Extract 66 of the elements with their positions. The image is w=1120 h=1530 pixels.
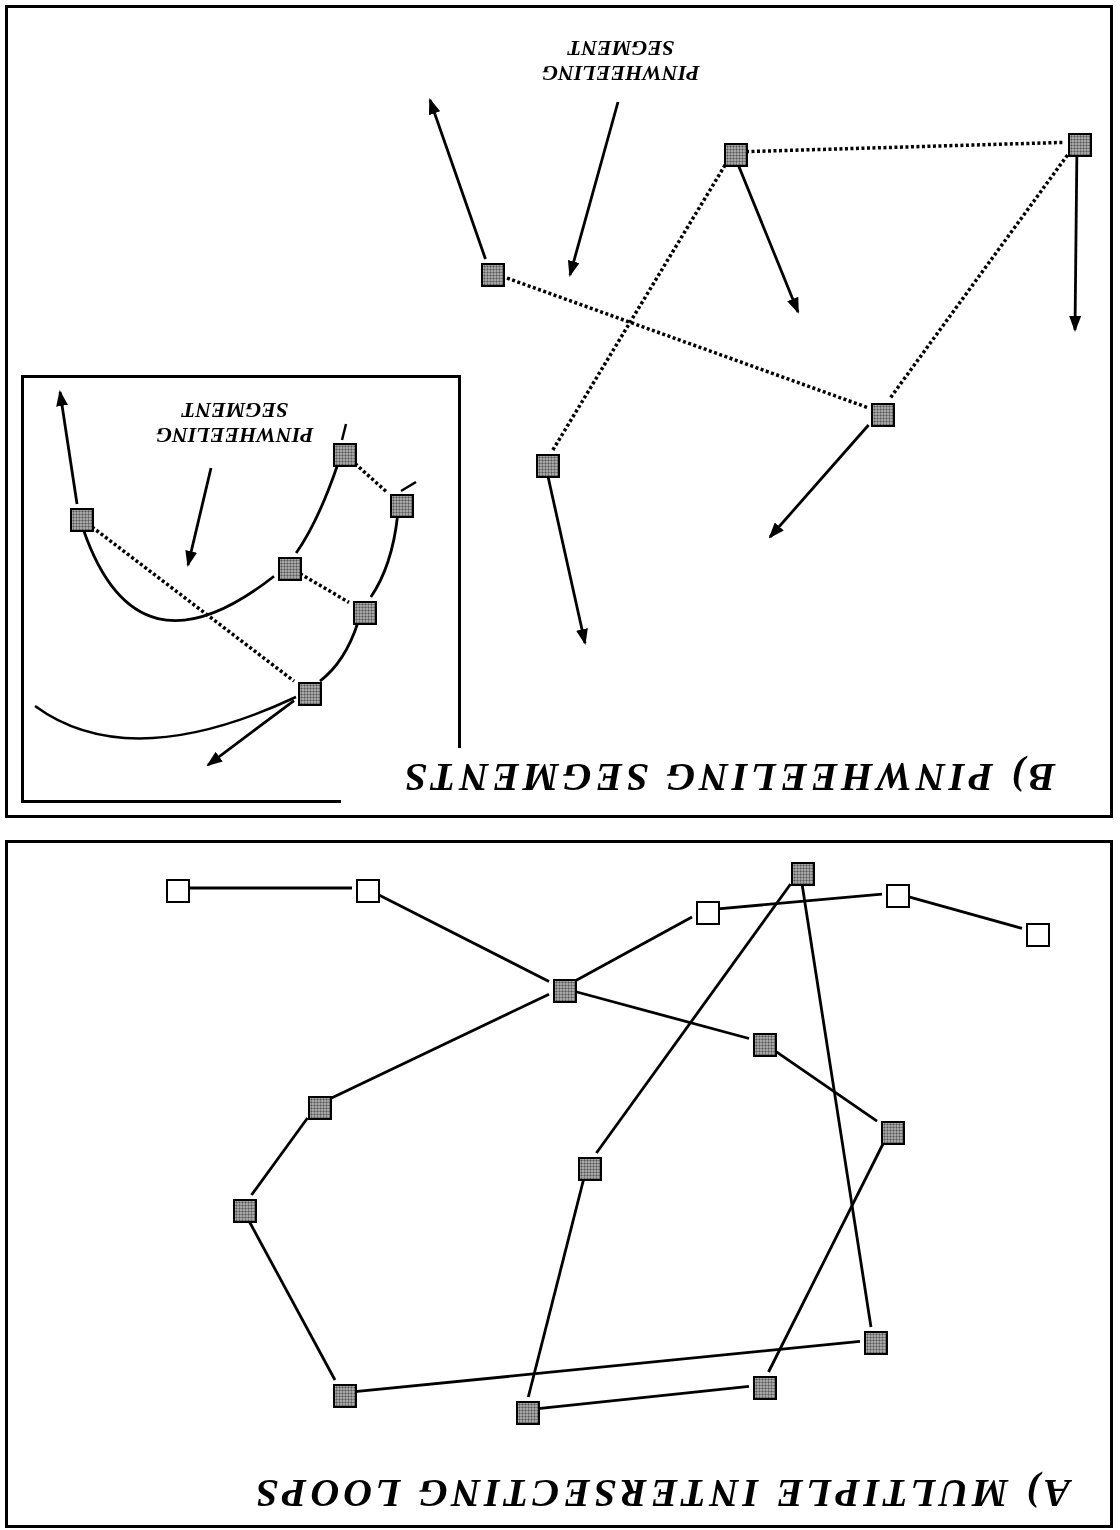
square-marker [753,1033,777,1057]
panel-frame [5,5,1113,818]
square-marker [333,443,357,467]
panel-title: B) PINWHEELING SEGMENTS [400,757,1056,797]
square-marker [166,879,190,903]
dotted-segment [888,153,1069,401]
square-marker [881,1121,905,1145]
square-marker [70,508,94,532]
square-marker [886,884,910,908]
connector-line [319,622,360,683]
connector-line [800,883,873,1328]
panel-title: A) MULTIPLE INTERSECTING LOOPS [251,1473,1071,1513]
square-marker [696,901,720,925]
connector-line [537,1384,750,1411]
connector-line [295,464,339,554]
arrow [768,424,870,539]
connector-line [717,892,883,911]
square-marker [356,879,380,903]
dotted-segment [551,164,727,451]
square-marker [1068,133,1092,157]
dotted-segment [745,140,1065,154]
arrow [546,475,588,645]
arrow [206,699,295,767]
square-marker [333,1384,357,1408]
connector-line [767,1142,885,1373]
connector-line [595,883,792,1154]
connector-line [377,893,550,983]
square-marker [278,557,302,581]
square-marker [864,1331,888,1355]
square-marker [390,494,414,518]
arrow [737,164,800,314]
square-marker [1026,923,1050,947]
square-marker [553,979,577,1003]
connector-line [329,992,550,1101]
callout-label: PINWHEELING SEGMENT [542,35,700,87]
connector-line [526,1178,586,1398]
connector-line [574,915,693,983]
panel-frame [5,840,1113,1528]
connector-line [369,515,399,598]
arrow [56,390,79,505]
square-marker [481,263,505,287]
connector-line [907,895,1023,930]
square-marker [578,1157,602,1181]
connector-line [774,1049,878,1123]
connector-line [250,1117,309,1196]
leader-line [567,101,620,277]
square-marker [753,1376,777,1400]
connector-line [574,990,750,1040]
square-marker [308,1096,332,1120]
connector-line [354,1339,861,1394]
square-marker [791,862,815,886]
square-marker [871,403,895,427]
connector-line [188,886,352,890]
arrow [1069,155,1082,332]
connector-line [247,1220,337,1381]
callout-label: PINWHEELING SEGMENT [156,397,314,449]
square-marker [233,1199,257,1223]
square-marker [724,143,748,167]
square-marker [536,454,560,478]
connector-line [82,529,275,622]
arrow [428,98,487,260]
square-marker [353,601,377,625]
square-marker [298,682,322,706]
leader-line [185,467,213,567]
square-marker [516,1401,540,1425]
dotted-segment [299,572,350,604]
